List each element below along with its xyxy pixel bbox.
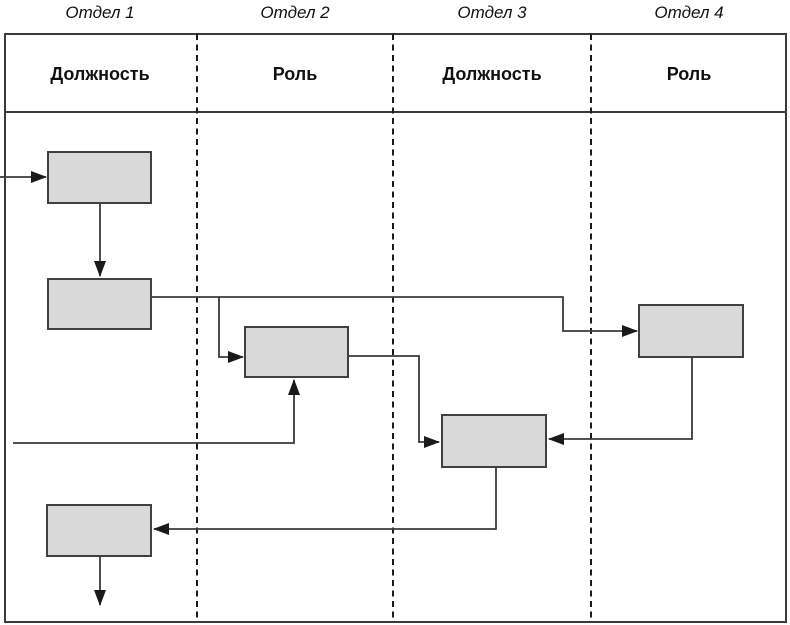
process-box-5 [441,414,547,468]
process-box-6 [46,504,152,557]
edge-box5-to-box6 [153,468,497,535]
lane-title-otdel-4: Отдел 4 [654,3,723,22]
lane-title-otdel-1: Отдел 1 [65,3,134,22]
process-box-1 [47,151,152,204]
process-box-4 [638,304,744,358]
edge-box2-to-box4 [152,296,638,337]
edge-box2-to-box3 [218,297,244,363]
process-box-2 [47,278,152,330]
lane-header-rol-4: Роль [667,64,712,84]
lane-header-dolzhnost-1: Должность [50,64,149,84]
edge-box3-to-box5 [349,355,440,448]
lane-title-otdel-3: Отдел 3 [457,3,527,22]
edge-box4-to-box5 [548,358,693,445]
lane-header-rol-2: Роль [273,64,318,84]
lane-header-dolzhnost-3: Должность [442,64,541,84]
edge-external-to-box3 [13,379,300,444]
process-box-3 [244,326,349,378]
swimlane-frame [4,33,787,623]
lane-title-otdel-2: Отдел 2 [260,3,330,22]
